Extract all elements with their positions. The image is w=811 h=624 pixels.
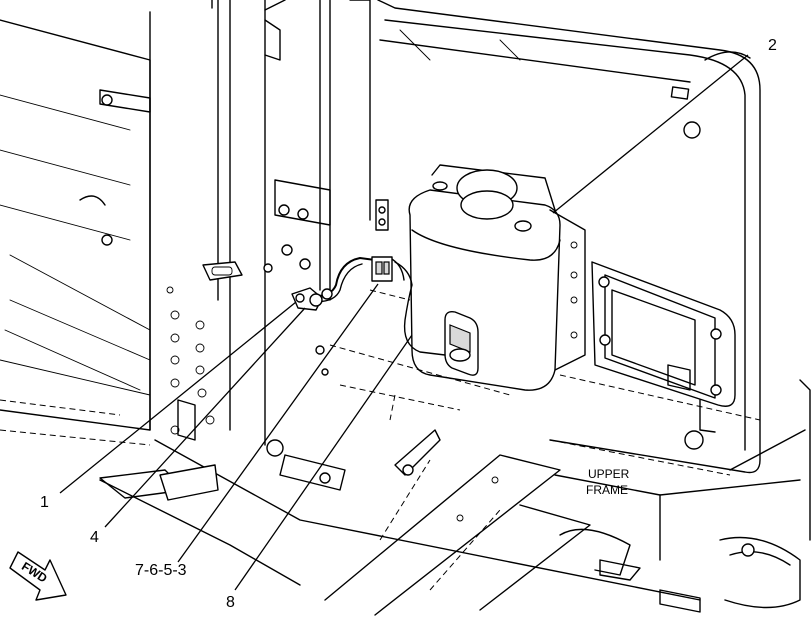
knob-icon [684, 430, 704, 450]
bolt-icon [281, 244, 293, 256]
washer-hose [291, 256, 446, 356]
access-cover [591, 261, 736, 407]
callout-1: 1 [40, 494, 49, 511]
bolt-icon [101, 94, 113, 106]
bolt-icon [299, 258, 311, 270]
knob-icon [683, 121, 701, 139]
callout-7-6-5-3: 7-6-5-3 [135, 562, 187, 579]
bolt-icon [263, 263, 273, 273]
callout-leaders [59, 54, 749, 591]
floor-plate [159, 464, 219, 501]
bolt-icon [278, 204, 290, 216]
cab-back-panel [349, 0, 761, 474]
fwd-arrow-icon: FWD [9, 551, 67, 601]
upper-frame-floor [0, 289, 811, 616]
bolt-icon [297, 208, 309, 220]
callout-8: 8 [226, 594, 235, 611]
washer-tank [408, 164, 586, 391]
hole-pattern [166, 286, 215, 435]
callout-2: 2 [768, 37, 777, 54]
upper-frame-label-line2: FRAME [586, 483, 628, 497]
callout-4: 4 [90, 529, 99, 546]
slot-bracket [202, 261, 243, 281]
bolt-icon [101, 234, 113, 246]
upper-frame-label-line1: UPPER [588, 467, 630, 481]
left-frame-panel [0, 0, 219, 431]
center-post [166, 0, 331, 457]
